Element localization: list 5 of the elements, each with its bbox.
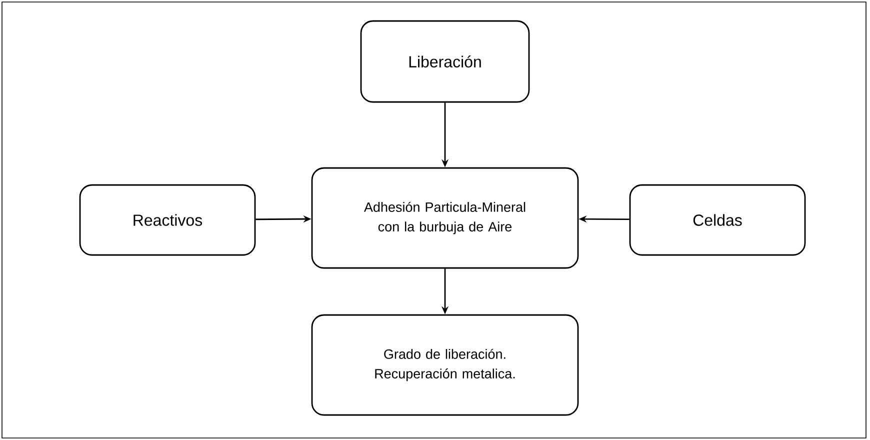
process-box: Reactivos	[79, 184, 256, 256]
process-box: Celdas	[629, 184, 806, 256]
process-box: Adhesión Particula-Mineral con la burbuja de Aire	[311, 167, 579, 269]
process-box: Liberación	[360, 20, 530, 103]
process-box: Grado de liberación. Recuperación metalica.	[311, 314, 579, 416]
